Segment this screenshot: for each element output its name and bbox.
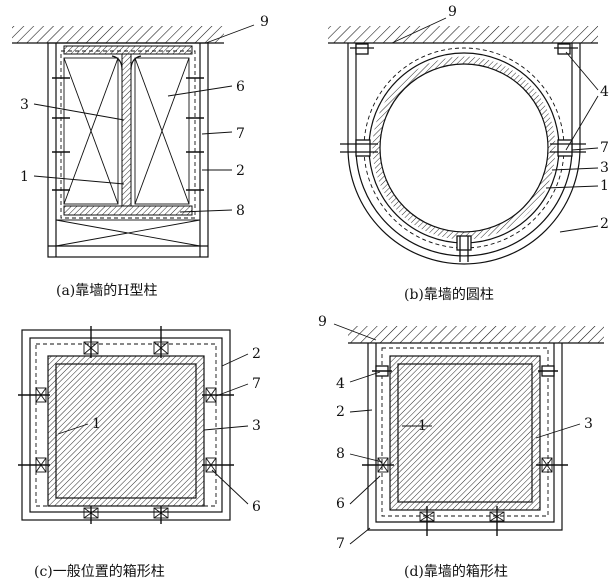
label-c-3: 3 [252, 418, 261, 434]
caption-a: (a)靠墙的H型柱 [56, 283, 157, 299]
caption-b: (b)靠墙的圆柱 [404, 287, 494, 303]
label-d-3: 3 [584, 416, 593, 432]
label-d-4: 4 [336, 376, 345, 392]
label-a-3: 3 [20, 97, 29, 113]
label-d-9: 9 [318, 314, 327, 330]
label-a-8: 8 [236, 203, 245, 219]
label-d-6: 6 [336, 496, 345, 512]
label-d-1: 1 [418, 418, 427, 434]
label-b-2: 2 [600, 216, 609, 232]
wall-b [328, 26, 598, 43]
label-c-2: 2 [252, 346, 261, 362]
label-c-6: 6 [252, 499, 261, 515]
label-d-8: 8 [336, 446, 345, 462]
panel-b-round-column: 9 4 7 3 1 2 (b)靠墙的圆柱 [328, 4, 609, 303]
label-a-1: 1 [20, 169, 29, 185]
panel-d-box-column-wall: 9 4 2 1 3 8 6 7 (d)靠墙的箱形柱 [318, 314, 604, 580]
label-d-7: 7 [336, 536, 345, 552]
label-c-7: 7 [252, 376, 261, 392]
label-a-2: 2 [236, 163, 245, 179]
panel-a-h-column: 9 3 1 6 7 2 8 (a)靠墙的H型柱 [12, 14, 269, 299]
label-a-7: 7 [236, 126, 245, 142]
panel-c-box-column: 1 2 7 3 6 (c)一般位置的箱形柱 [18, 326, 261, 580]
wall-a [12, 26, 224, 43]
caption-c: (c)一般位置的箱形柱 [34, 564, 165, 580]
label-b-3: 3 [600, 160, 609, 176]
wall-d [348, 326, 604, 343]
formwork-outline-a [47, 42, 209, 258]
label-b-1: 1 [600, 178, 609, 194]
label-b-9: 9 [448, 4, 457, 20]
label-d-2: 2 [336, 404, 345, 420]
label-a-6: 6 [236, 79, 245, 95]
label-b-4: 4 [600, 84, 609, 100]
caption-d: (d)靠墙的箱形柱 [404, 564, 508, 580]
formwork-outline-c [21, 329, 231, 521]
label-b-7: 7 [600, 140, 609, 156]
label-a-9: 9 [260, 14, 269, 30]
label-c-1: 1 [92, 416, 101, 432]
